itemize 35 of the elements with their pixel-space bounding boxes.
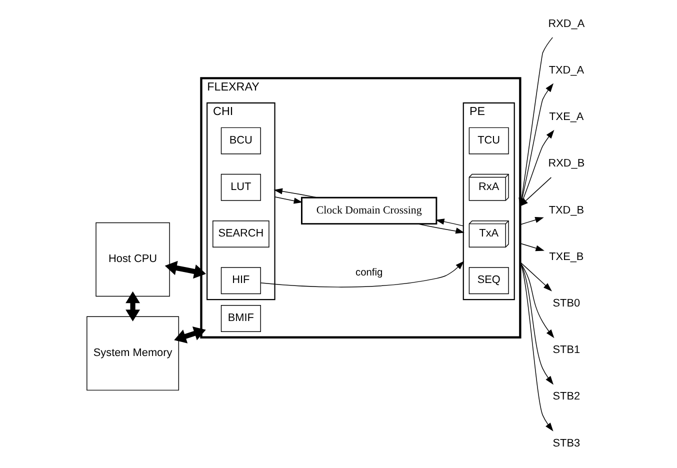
node-box: SEQ bbox=[468, 267, 509, 294]
arrow bbox=[260, 260, 464, 288]
node-box: System Memory bbox=[86, 316, 180, 391]
node-box: Clock Domain Crossing bbox=[301, 196, 438, 225]
arrow bbox=[417, 224, 464, 234]
node-text: STB2 bbox=[552, 390, 580, 403]
node-text: TXE_B bbox=[549, 250, 584, 263]
arrow bbox=[520, 243, 544, 252]
arrow bbox=[164, 260, 206, 279]
node-text: TXD_A bbox=[548, 64, 584, 76]
arrow bbox=[520, 262, 554, 338]
node-text: TXD_B bbox=[548, 204, 584, 216]
node-box: Host CPU bbox=[96, 222, 170, 297]
arrow bbox=[520, 262, 554, 385]
node-text: STB3 bbox=[552, 437, 580, 450]
arrow bbox=[436, 218, 464, 226]
node-box: BCU bbox=[220, 127, 261, 154]
arrow bbox=[274, 188, 318, 198]
arrow bbox=[520, 217, 544, 225]
node-box: TCU bbox=[468, 127, 509, 154]
arrow bbox=[520, 262, 552, 292]
arrow bbox=[126, 291, 140, 322]
node-text: RXD_A bbox=[548, 18, 585, 30]
node-text: STB0 bbox=[552, 297, 580, 310]
node-box: SEARCH bbox=[212, 220, 270, 248]
node-text: STB1 bbox=[552, 344, 580, 356]
node-text: TXE_A bbox=[549, 111, 584, 124]
arrow bbox=[520, 262, 554, 432]
node-box: LUT bbox=[220, 174, 261, 201]
node-text: RXD_B bbox=[548, 158, 585, 170]
edge-label: config bbox=[355, 268, 383, 279]
node-box: BMIF bbox=[220, 305, 261, 332]
arrow bbox=[274, 196, 303, 204]
arrow bbox=[174, 326, 206, 344]
node-box: HIF bbox=[220, 267, 261, 294]
